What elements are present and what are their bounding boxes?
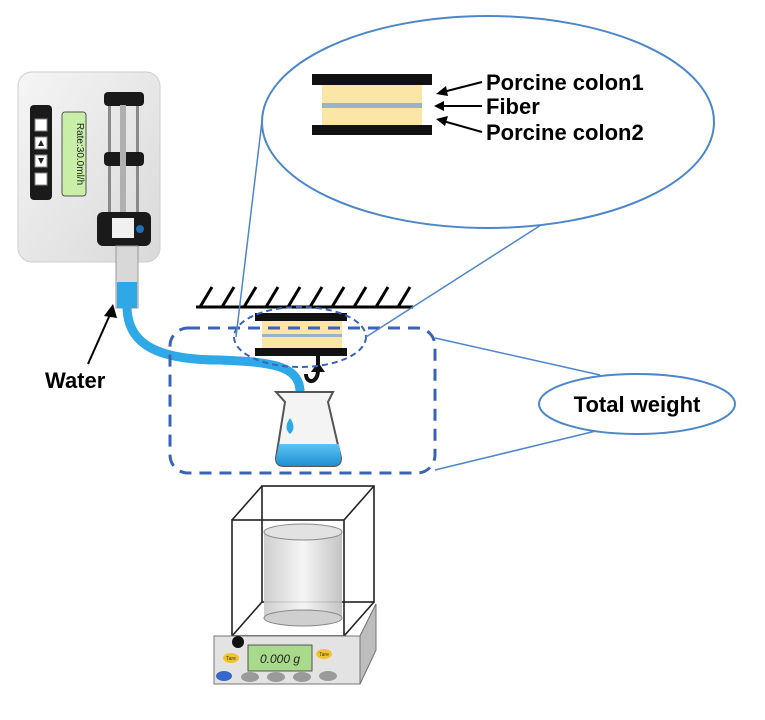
total-weight-label: Total weight (574, 392, 701, 417)
pump-lcd (61, 111, 87, 197)
analytical-balance: 0.000 g Tare Tare (213, 485, 377, 685)
zoom-callout-ellipse (261, 15, 715, 229)
pump-rate-text: Rate:30.0ml/h (74, 123, 85, 185)
balance-reading: 0.000 g (260, 652, 300, 666)
porcine-colon2-label: Porcine colon2 (486, 120, 644, 145)
fiber-label: Fiber (486, 94, 540, 119)
tare-key-right[interactable]: Tare (316, 649, 332, 659)
pump-button-up[interactable] (34, 136, 48, 150)
zoomed-colon-layers (312, 74, 432, 135)
pump-button-down[interactable] (34, 154, 48, 168)
down-arrow-icon (38, 158, 44, 164)
total-weight-region (168, 326, 437, 475)
layer-arrows (441, 81, 483, 133)
zoom-line-left (235, 120, 263, 338)
weighing-beaker (263, 523, 343, 627)
key-4[interactable] (293, 672, 311, 682)
total-weight-ellipse (538, 373, 736, 435)
syringe-pump: Rate:30.0ml/h (17, 71, 161, 309)
pump-button-1[interactable] (34, 118, 48, 132)
water-drop-icon (286, 418, 294, 434)
weight-line-top (434, 337, 601, 376)
water-tube (122, 303, 305, 397)
water-arrowhead (104, 304, 117, 318)
balance-keypad (216, 671, 337, 682)
balance-display (247, 644, 313, 672)
key-2[interactable] (241, 672, 259, 682)
power-button[interactable] (232, 636, 244, 648)
svg-text:Tare: Tare (226, 656, 236, 662)
syringe-water (117, 282, 137, 308)
pump-button-4[interactable] (34, 172, 48, 186)
weight-line-bottom (434, 429, 601, 471)
water-label: Water (45, 368, 106, 393)
colon-sandwich (255, 313, 347, 356)
up-arrow-icon (38, 140, 44, 146)
ceiling-mount (196, 286, 413, 309)
water-arrow (87, 309, 113, 365)
key-3[interactable] (267, 672, 285, 682)
porcine-colon1-label: Porcine colon1 (486, 70, 644, 95)
tare-key-left[interactable]: Tare (223, 653, 239, 663)
blue-key[interactable] (216, 671, 232, 681)
key-5[interactable] (319, 671, 337, 681)
svg-text:Tare: Tare (319, 652, 329, 658)
collecting-beaker (273, 391, 343, 467)
